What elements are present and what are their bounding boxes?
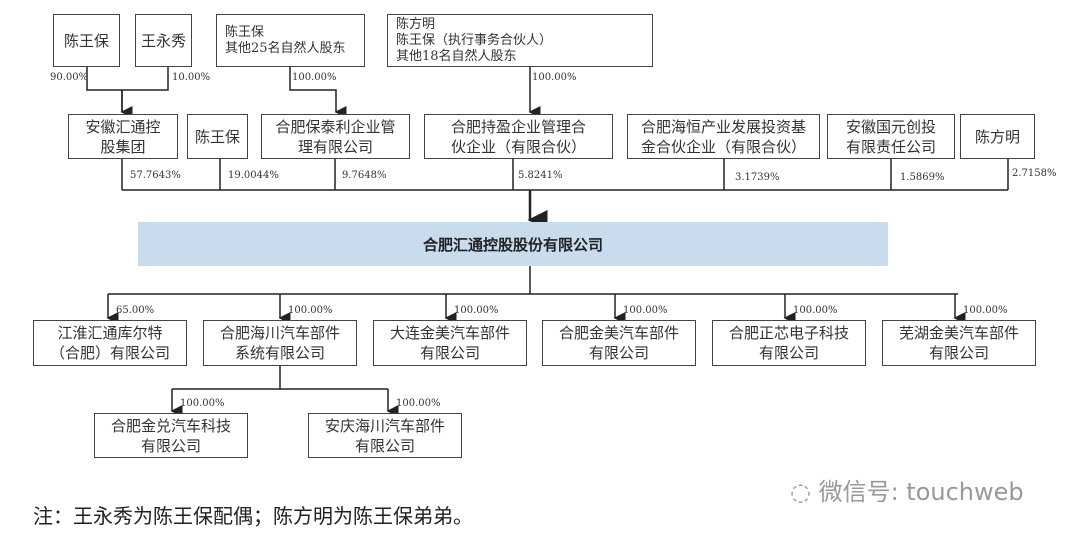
- shareholders-box: 合肥持盈企业管理合伙企业（有限合伙）: [424, 114, 613, 159]
- shareholders-box: 合肥海恒产业发展投资基金合伙企业（有限合伙）: [627, 114, 820, 159]
- watermark: ◌ 微信号: touchweb: [790, 472, 1024, 507]
- wechat-icon: ◌: [790, 478, 819, 506]
- shareholders-box: 陈王保: [187, 114, 248, 159]
- pct-label: 65.00%: [116, 305, 155, 316]
- pct-label: 100.00%: [532, 72, 577, 83]
- owner-line: 陈王保（执行事务合伙人）: [396, 32, 553, 48]
- box-label-line: 大连金美汽车部件: [389, 324, 510, 342]
- box-label-line: 伙企业（有限合伙）: [450, 137, 586, 156]
- box-label-line: 合肥海川汽车部件: [219, 324, 340, 342]
- box-label-line: 陈王保: [194, 127, 240, 146]
- box-label: 王永秀: [140, 31, 186, 50]
- box-label-line: 合肥保泰利企业管: [275, 117, 396, 136]
- pct-label: 90.00%: [50, 72, 89, 83]
- pct-label: 100.00%: [623, 305, 668, 316]
- subsidiaries-box: 大连金美汽车部件有限公司: [373, 320, 527, 366]
- sub_subsidiaries-box: 合肥金兑汽车科技有限公司: [94, 413, 248, 458]
- subsidiaries-box: 合肥海川汽车部件系统有限公司: [203, 320, 357, 366]
- sub_subsidiaries-box: 安庆海川汽车部件有限公司: [308, 413, 462, 458]
- box-label-line: 江淮汇通库尔特: [57, 324, 163, 342]
- watermark-text: 微信号: touchweb: [818, 478, 1024, 506]
- pct-label: 100.00%: [963, 305, 1008, 316]
- box-label-line: 合肥金美汽车部件: [558, 324, 679, 342]
- owner-line: 陈方明: [396, 16, 436, 32]
- box-label-line: 有限公司: [140, 436, 201, 455]
- box-label-line: 合肥金兑汽车科技: [110, 416, 231, 435]
- box-label-line: 芜湖金美汽车部件: [898, 324, 1019, 342]
- footnote: 注：王永秀为陈王保配偶；陈方明为陈王保弟弟。: [33, 504, 473, 528]
- pct-label: 100.00%: [454, 305, 499, 316]
- box-label-line: （合肥）有限公司: [49, 344, 170, 362]
- shareholders-box: 安徽汇通控股集团: [68, 114, 178, 159]
- box-label-line: 合肥海恒产业发展投资基: [640, 117, 806, 136]
- pct-label: 100.00%: [180, 398, 225, 409]
- box-label-line: 陈方明: [974, 127, 1020, 146]
- box-label-line: 安庆海川汽车部件: [324, 416, 445, 435]
- box-label-line: 有限公司: [758, 344, 819, 362]
- pct-label: 3.1739%: [735, 172, 780, 183]
- box-label-line: 有限公司: [588, 344, 649, 362]
- box-label-line: 股集团: [100, 137, 146, 156]
- subsidiaries-box: 芜湖金美汽车部件有限公司: [882, 320, 1036, 366]
- owner-line: 陈王保: [225, 24, 265, 40]
- box-label-line: 有限责任公司: [845, 137, 936, 156]
- pct-label: 10.00%: [172, 72, 211, 83]
- pct-label: 5.8241%: [518, 170, 563, 181]
- box-label-line: 安徽国元创投: [845, 117, 936, 136]
- owners-box-chiying: 陈方明陈王保（执行事务合伙人）其他18名自然人股东: [387, 14, 653, 67]
- subsidiaries-box: 江淮汇通库尔特 （合肥）有限公司: [33, 320, 187, 366]
- subsidiaries-box: 合肥金美汽车部件有限公司: [542, 320, 696, 366]
- pct-label: 100.00%: [288, 305, 333, 316]
- box-label-line: 合肥正芯电子科技: [728, 324, 849, 342]
- pct-label: 2.7158%: [1012, 168, 1057, 179]
- pct-label: 100.00%: [396, 398, 441, 409]
- box-label-line: 金合伙企业（有限合伙）: [640, 137, 806, 156]
- box-label-line: 安徽汇通控: [85, 117, 161, 136]
- owner-line: 其他18名自然人股东: [396, 48, 517, 64]
- box-label-line: 有限公司: [354, 436, 415, 455]
- shareholder-box-wang-yongxiu: 王永秀: [135, 14, 192, 67]
- owner-line: 其他25名自然人股东: [225, 40, 346, 56]
- box-label-line: 理有限公司: [297, 137, 373, 156]
- pct-label: 1.5869%: [900, 172, 945, 183]
- box-label: 陈王保: [63, 31, 109, 50]
- pct-label: 100.00%: [793, 305, 838, 316]
- company-name: 合肥汇通控股股份有限公司: [422, 235, 603, 254]
- pct-label: 9.7648%: [342, 170, 387, 181]
- shareholder-box-chen-wangbao: 陈王保: [53, 14, 120, 67]
- pct-label: 57.7643%: [130, 170, 181, 181]
- box-label-line: 有限公司: [419, 344, 480, 362]
- owners-box-baotaili: 陈王保其他25名自然人股东: [216, 14, 365, 67]
- box-label-line: 系统有限公司: [234, 344, 325, 362]
- subsidiaries-box: 合肥正芯电子科技有限公司: [712, 320, 866, 366]
- main-company-bar: 合肥汇通控股股份有限公司: [138, 222, 888, 266]
- box-label-line: 合肥持盈企业管理合: [450, 117, 586, 136]
- pct-label: 19.0044%: [228, 170, 279, 181]
- shareholders-box: 陈方明: [960, 114, 1035, 159]
- shareholders-box: 安徽国元创投有限责任公司: [827, 114, 955, 159]
- box-label-line: 有限公司: [928, 344, 989, 362]
- pct-label: 100.00%: [292, 72, 337, 83]
- shareholders-box: 合肥保泰利企业管理有限公司: [261, 114, 410, 159]
